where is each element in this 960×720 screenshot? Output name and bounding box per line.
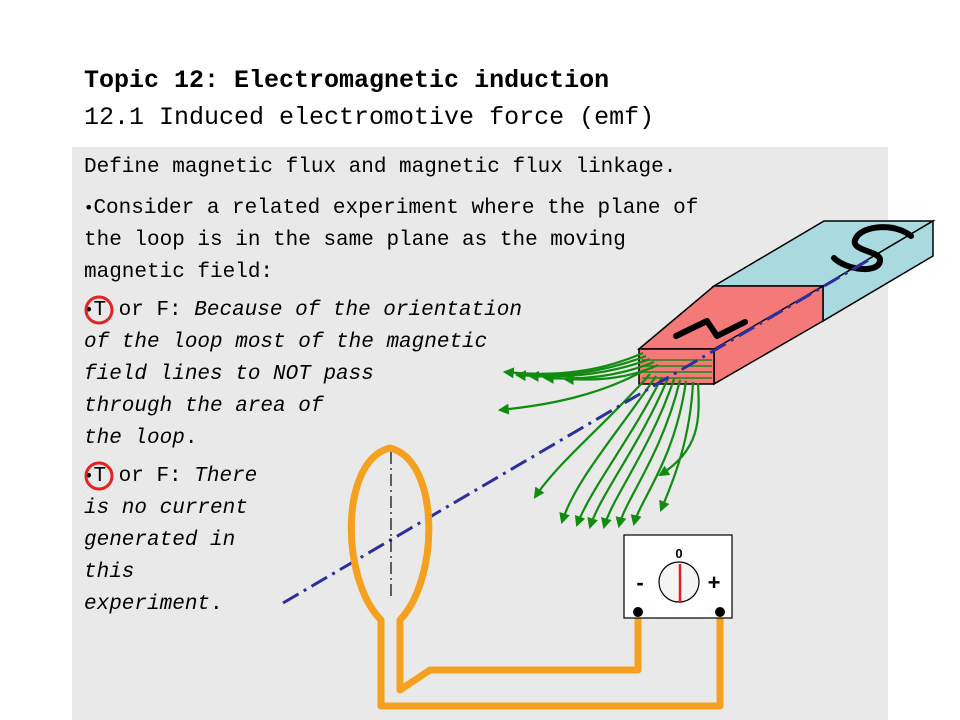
q1-line-3: field lines to NOT pass (84, 363, 374, 386)
meter-zero-label: 0 (675, 546, 682, 561)
bullet-icon: • (84, 198, 94, 217)
q2-line-3: generated in (84, 529, 236, 552)
subtopic-title: 12.1 Induced electromotive force (emf) (84, 103, 655, 132)
q2-answer-true[interactable]: T (93, 465, 107, 488)
q2-line-2: is no current (84, 497, 248, 520)
lead-wire (377, 608, 724, 710)
objective-label: Define magnetic flux and magnetic flux l… (84, 156, 677, 179)
loop-coil (347, 444, 642, 710)
consider-line-2: the loop is in the same plane as the mov… (84, 229, 626, 252)
q2-line-5: experiment. (84, 593, 223, 616)
question-1: •T or F: Because of the orientation of t… (84, 294, 522, 455)
topic-title: Topic 12: Electromagnetic induction (84, 66, 610, 95)
consider-text: •Consider a related experiment where the… (84, 192, 698, 289)
objective-text: Define magnetic flux and magnetic flux l… (84, 152, 676, 184)
q1-answer-true[interactable]: T (93, 299, 107, 322)
meter-terminal-plus (715, 607, 725, 617)
q2-line-4: this (84, 561, 135, 584)
bar-magnet (636, 219, 936, 386)
meter-minus-label: - (636, 570, 643, 595)
slide-title: Topic 12: Electromagnetic induction 12.1… (84, 62, 654, 136)
q2-answer-circle (84, 461, 114, 491)
q1-line-4: through the area of (84, 395, 324, 418)
meter-plus-label: + (708, 570, 721, 595)
q2-line-1: •T or F: There (84, 465, 258, 488)
meter-terminal-minus (633, 607, 643, 617)
meter-body (623, 534, 733, 619)
galvanometer: 0 - + (623, 534, 733, 619)
consider-line-1: •Consider a related experiment where the… (84, 197, 699, 220)
consider-line-3: magnetic field: (84, 261, 274, 284)
q1-line-2: of the loop most of the magnetic (84, 331, 488, 354)
motion-axis-line (282, 256, 873, 605)
wire-loop (347, 444, 724, 710)
q1-line-5: the loop. (84, 427, 198, 450)
content-panel (72, 147, 888, 720)
bullet-icon: • (84, 466, 94, 485)
bullet-icon: • (84, 300, 94, 319)
question-2: •T or F: There is no current generated i… (84, 460, 257, 621)
q1-answer-circle (84, 295, 114, 325)
north-pole-marking (673, 318, 748, 339)
south-pole-marking (831, 224, 914, 272)
magnetic-field-lines (497, 351, 712, 530)
q1-line-1: •T or F: Because of the orientation (84, 299, 522, 322)
